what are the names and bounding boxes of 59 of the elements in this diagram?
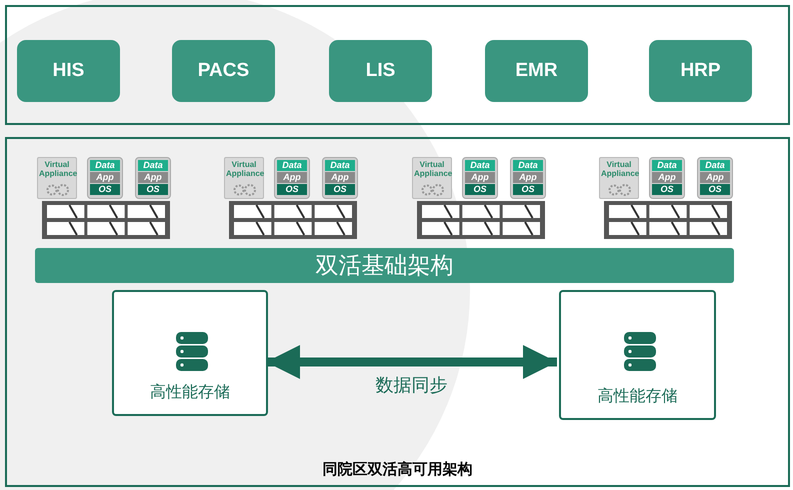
appliance-tile: [224, 157, 264, 199]
layer-tag: App: [465, 172, 495, 183]
layer-tag: App: [652, 172, 682, 183]
storage-label: 高性能存储: [149, 382, 231, 403]
software-stack: [697, 157, 733, 199]
appliance-tile: [412, 157, 452, 199]
server-rack-drawing: [604, 201, 732, 239]
appliance-tile: [37, 157, 77, 199]
edge-label: 数据同步: [374, 374, 448, 397]
panel: [5, 137, 790, 487]
layer-tag: OS: [325, 184, 355, 195]
layer-tag: App: [700, 172, 730, 183]
layer-tag: App: [90, 172, 120, 183]
layer-band: 双活基础架构: [35, 248, 734, 283]
system-box: PACS: [172, 40, 275, 102]
software-stack: [274, 157, 310, 199]
layer-tag: App: [138, 172, 168, 183]
layer-tag: App: [325, 172, 355, 183]
appliance-label: Virtual Appliance: [414, 160, 450, 178]
server-rack-drawing: [42, 201, 170, 239]
layer-tag: OS: [90, 184, 120, 195]
layer-tag: OS: [138, 184, 168, 195]
layer-tag: OS: [652, 184, 682, 195]
software-stack: [135, 157, 171, 199]
layer-tag: Data: [652, 160, 682, 171]
layer-tag: Data: [700, 160, 730, 171]
appliance-label: Virtual Appliance: [39, 160, 75, 178]
layer-tag: OS: [465, 184, 495, 195]
system-box: EMR: [485, 40, 588, 102]
layer-tag: Data: [90, 160, 120, 171]
double-arrow: [266, 345, 557, 379]
layer-tag: Data: [465, 160, 495, 171]
system-box: HRP: [649, 40, 752, 102]
storage-box: [559, 290, 716, 420]
layer-tag: Data: [277, 160, 307, 171]
storage-label: 高性能存储: [596, 386, 678, 407]
layer-tag: Data: [138, 160, 168, 171]
appliance-tile: [599, 157, 639, 199]
panel-title: 同院区双活高可用架构: [322, 460, 474, 479]
software-stack: [649, 157, 685, 199]
layer-tag: App: [277, 172, 307, 183]
layer-tag: OS: [513, 184, 543, 195]
software-stack: [87, 157, 123, 199]
storage-box: [112, 290, 268, 416]
system-box: HIS: [17, 40, 120, 102]
software-stack: [322, 157, 358, 199]
layer-tag: OS: [277, 184, 307, 195]
layer-tag: Data: [513, 160, 543, 171]
appliance-label: Virtual Appliance: [601, 160, 637, 178]
server-rack-drawing: [229, 201, 357, 239]
software-stack: [510, 157, 546, 199]
software-stack: [462, 157, 498, 199]
system-box: LIS: [329, 40, 432, 102]
layer-tag: Data: [325, 160, 355, 171]
layer-tag: OS: [700, 184, 730, 195]
layer-tag: App: [513, 172, 543, 183]
server-rack-drawing: [417, 201, 545, 239]
panel: [5, 5, 790, 125]
appliance-label: Virtual Appliance: [226, 160, 262, 178]
